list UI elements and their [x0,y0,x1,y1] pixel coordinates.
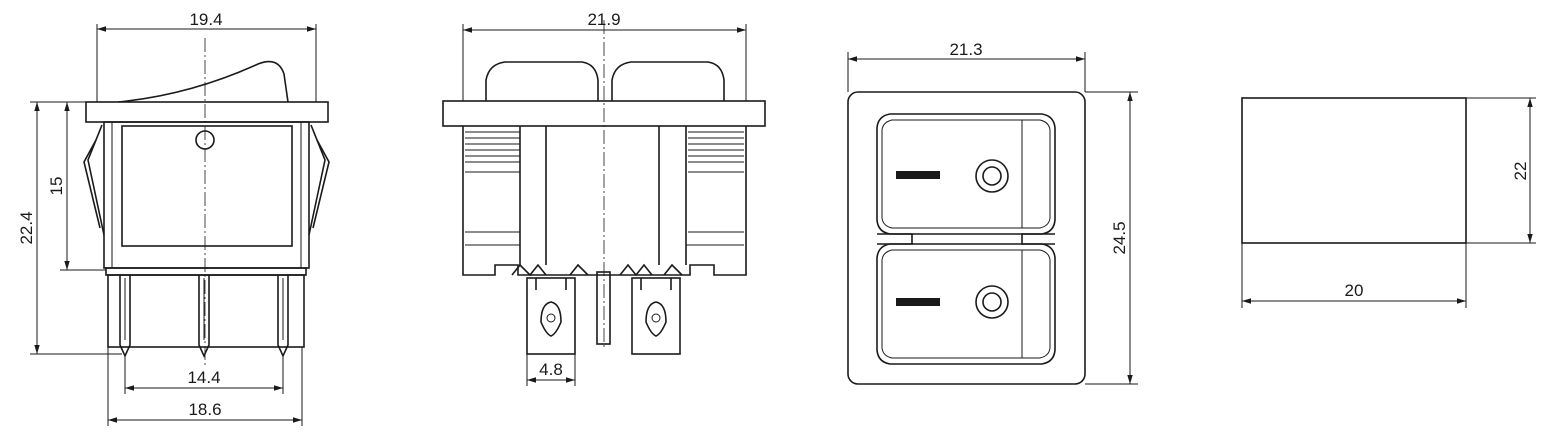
indicator-ring-top [975,159,1009,193]
dim-side-pin-span: 18.6 [188,400,221,419]
dim-side-pin-spacing: 14.4 [187,368,220,387]
indicator-ring-bottom [975,285,1009,319]
off-indicator-bar [896,171,940,179]
dim-cutout-height: 22 [1511,162,1530,181]
dim-top-width: 21.3 [949,40,982,59]
front-view: 21.9 4.8 [442,10,766,386]
dim-top-height: 24.5 [1110,221,1129,254]
panel-cutout-view: 22 20 [1241,97,1536,308]
dim-side-body-height: 15 [47,177,66,196]
dim-side-top-width: 19.4 [189,10,222,29]
top-view: 21.3 24.5 [847,40,1138,385]
dim-front-width: 21.9 [587,10,620,29]
off-indicator-bar [896,298,940,306]
dim-front-tab-width: 4.8 [539,360,563,379]
side-view: 19.4 22.4 15 14.4 18.6 [17,10,330,426]
panel-cutout [1241,97,1467,244]
dim-side-total-height: 22.4 [17,211,36,244]
dim-cutout-width: 20 [1345,281,1364,300]
